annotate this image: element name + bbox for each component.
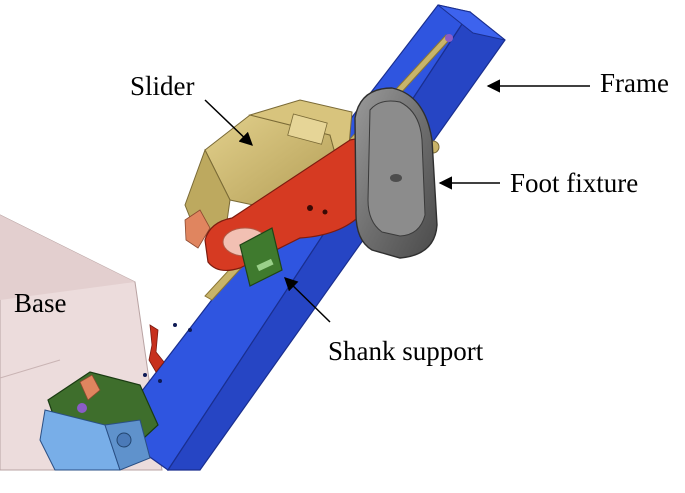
- callout-arrows: [284, 79, 590, 323]
- slider-arrow: [204, 99, 253, 146]
- orange-clip: [184, 209, 211, 249]
- label-shank-support: Shank support: [328, 336, 484, 366]
- shank-support-arrow: [284, 277, 331, 323]
- label-foot-fixture: Foot fixture: [510, 168, 638, 198]
- label-base: Base: [14, 288, 67, 318]
- foot-fixture: [354, 87, 438, 259]
- label-slider: Slider: [130, 71, 195, 101]
- shank-support: [239, 227, 283, 287]
- end-assembly: [39, 371, 159, 471]
- label-frame: Frame: [600, 68, 669, 98]
- red-clip: [148, 324, 165, 373]
